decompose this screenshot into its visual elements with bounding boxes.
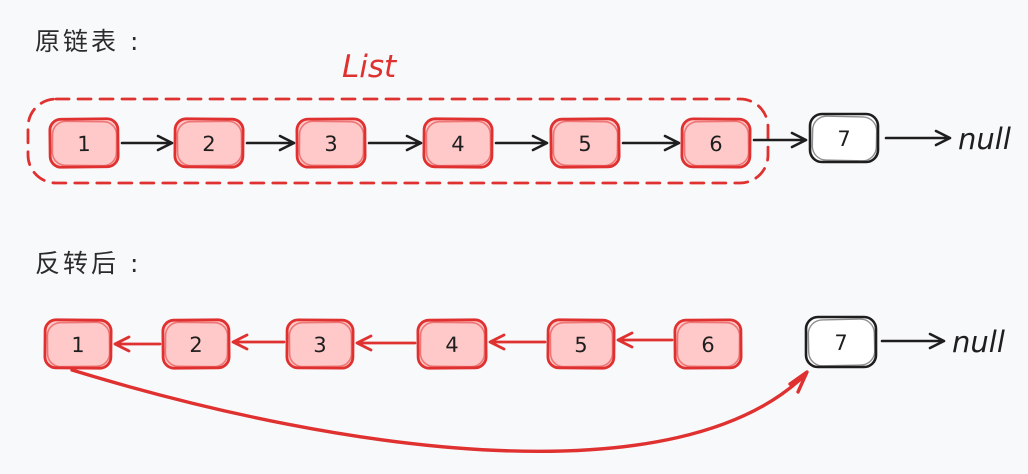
reversed-list-title: 反转后 :: [35, 249, 141, 278]
svg-text:5: 5: [574, 333, 588, 357]
original-list-title: 原链表 :: [35, 27, 141, 56]
rev-node-4: 4: [416, 318, 488, 370]
svg-text:5: 5: [578, 132, 592, 156]
reversed-null-label: null: [952, 325, 1005, 359]
svg-text:3: 3: [324, 132, 338, 156]
orig-node-5: 5: [549, 117, 621, 169]
svg-text:4: 4: [451, 132, 465, 156]
svg-text:3: 3: [313, 333, 327, 357]
orig-node-7: 7: [808, 112, 880, 164]
svg-text:1: 1: [71, 333, 85, 357]
list-boundary-box: [26, 97, 770, 185]
next-arrow-5-6: [621, 134, 681, 152]
list-group-label: List: [342, 49, 398, 85]
rev-arrow-3-2: [231, 333, 286, 351]
svg-text:6: 6: [709, 132, 723, 156]
next-arrow-6-7: [752, 131, 808, 149]
orig-node-3: 3: [295, 117, 367, 169]
svg-text:7: 7: [837, 127, 850, 151]
rev-node-5: 5: [546, 318, 616, 370]
rev-arrow-4-3: [355, 334, 417, 352]
next-arrow-7-null: [884, 129, 952, 147]
orig-node-1: 1: [48, 117, 120, 169]
orig-node-2: 2: [173, 117, 245, 169]
rev-node-1: 1: [43, 318, 113, 370]
svg-text:1: 1: [77, 132, 91, 156]
rev-arrow-1-7-curve: [70, 368, 809, 454]
rev-node-6: 6: [673, 318, 743, 370]
svg-text:2: 2: [202, 132, 216, 156]
original-null-label: null: [958, 122, 1011, 156]
next-arrow-1-2: [120, 134, 174, 152]
rev-node-3: 3: [285, 318, 355, 370]
rev-node-2: 2: [161, 318, 231, 370]
orig-node-4: 4: [422, 117, 494, 169]
rev-arrow-2-1: [113, 335, 162, 353]
rev-arrow-6-5: [616, 331, 674, 349]
next-arrow-4-5: [494, 134, 549, 152]
svg-text:7: 7: [834, 331, 847, 355]
svg-text:2: 2: [189, 333, 203, 357]
svg-text:6: 6: [701, 333, 715, 357]
rev-arrow-7-null: [880, 332, 946, 350]
next-arrow-3-4: [367, 134, 423, 152]
rev-arrow-5-4: [488, 333, 547, 351]
orig-node-6: 6: [680, 117, 752, 169]
svg-text:4: 4: [445, 333, 459, 357]
next-arrow-2-3: [245, 134, 296, 152]
rev-node-7: 7: [804, 315, 878, 369]
